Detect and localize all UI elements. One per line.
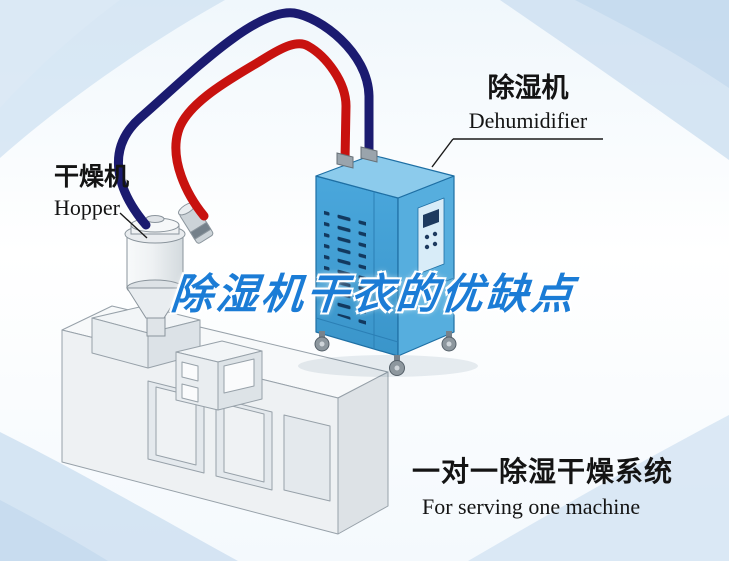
control-panel — [417, 197, 445, 275]
red-hose — [171, 39, 351, 221]
display-screen — [423, 209, 439, 228]
hopper-label-zh: 干燥机 — [54, 162, 130, 191]
dehumidifier-leader-pointer — [431, 138, 454, 168]
panel-button — [432, 231, 438, 237]
floor-shadow — [298, 355, 478, 377]
system-caption-zh: 一对一除湿干燥系统 — [412, 455, 674, 488]
panel-button — [424, 244, 430, 250]
extruder-machine — [61, 305, 389, 535]
dehumidifier-unit — [315, 154, 455, 357]
dehumidifier-label: 除湿机 Dehumidifier — [448, 74, 608, 133]
machine-door — [283, 414, 331, 502]
navy-hose — [113, 8, 374, 230]
panel-button — [424, 234, 430, 240]
dehumidifier-label-zh: 除湿机 — [487, 73, 569, 104]
watermark-title: 除湿机干衣的优缺点 — [169, 269, 579, 319]
hopper-leader-pointer — [119, 212, 148, 239]
vent-grille — [324, 206, 366, 325]
system-caption-en: For serving one machine — [422, 493, 641, 519]
hopper-label: 干燥机 Hopper — [54, 163, 129, 220]
hopper-unit — [124, 202, 214, 337]
panel-button — [432, 241, 438, 247]
hose-fittings — [336, 146, 378, 169]
hopper-label-en: Hopper — [54, 194, 120, 220]
system-caption: 一对一除湿干燥系统 For serving one machine — [412, 455, 674, 519]
dehumidifier-label-en: Dehumidifier — [468, 107, 588, 133]
leader-lines — [119, 138, 603, 239]
caster-wheels — [314, 331, 457, 376]
